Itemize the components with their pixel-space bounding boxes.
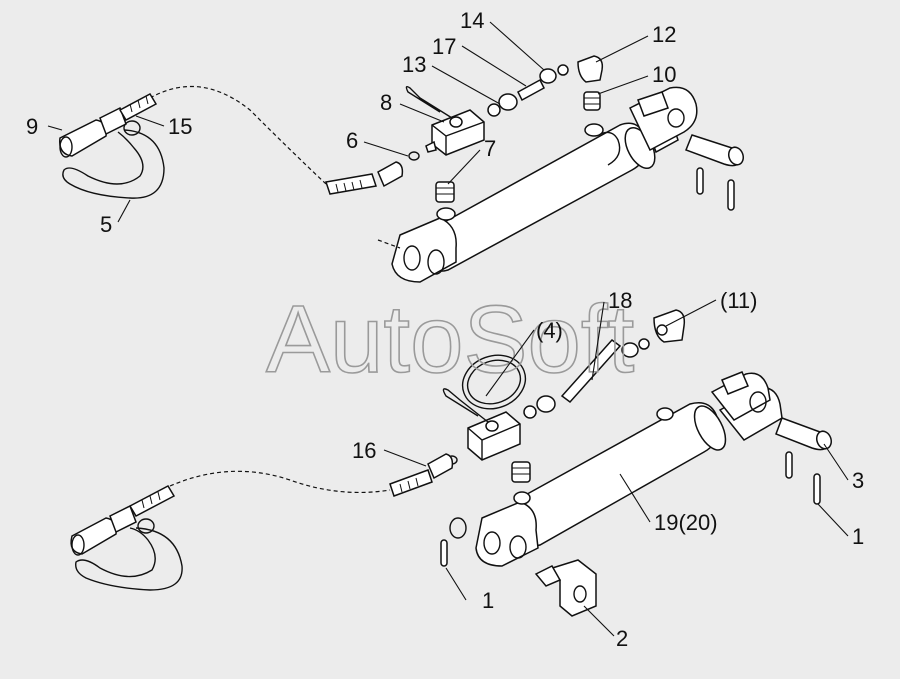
lower-cylinder-assembly	[70, 309, 833, 617]
label-part-8: 8	[380, 90, 392, 115]
label-part-7: 7	[484, 136, 496, 161]
label-part-11: (11)	[720, 288, 758, 313]
label-part-14: 14	[460, 8, 484, 33]
label-part-1-right: 1	[852, 524, 864, 549]
label-part-4: (4)	[536, 318, 563, 343]
leader-lines	[47, 21, 849, 637]
label-part-3: 3	[852, 468, 864, 493]
part-labels: 14 12 17 13 10 8 9 15 6 7 5 18 (11) (4) …	[26, 8, 864, 651]
label-part-18: 18	[608, 288, 632, 313]
watermark-text: AutoSoft	[266, 286, 634, 393]
label-part-9: 9	[26, 114, 38, 139]
label-part-13: 13	[402, 52, 426, 77]
label-part-2: 2	[616, 626, 628, 651]
label-part-1-left: 1	[482, 588, 494, 613]
label-part-10: 10	[652, 62, 676, 87]
label-part-19-20: 19(20)	[654, 510, 718, 535]
label-part-6: 6	[346, 128, 358, 153]
label-part-16: 16	[352, 438, 376, 463]
label-part-17: 17	[432, 34, 456, 59]
upper-cylinder-assembly	[59, 55, 745, 283]
label-part-5: 5	[100, 212, 112, 237]
label-part-15: 15	[168, 114, 192, 139]
label-part-12: 12	[652, 22, 676, 47]
